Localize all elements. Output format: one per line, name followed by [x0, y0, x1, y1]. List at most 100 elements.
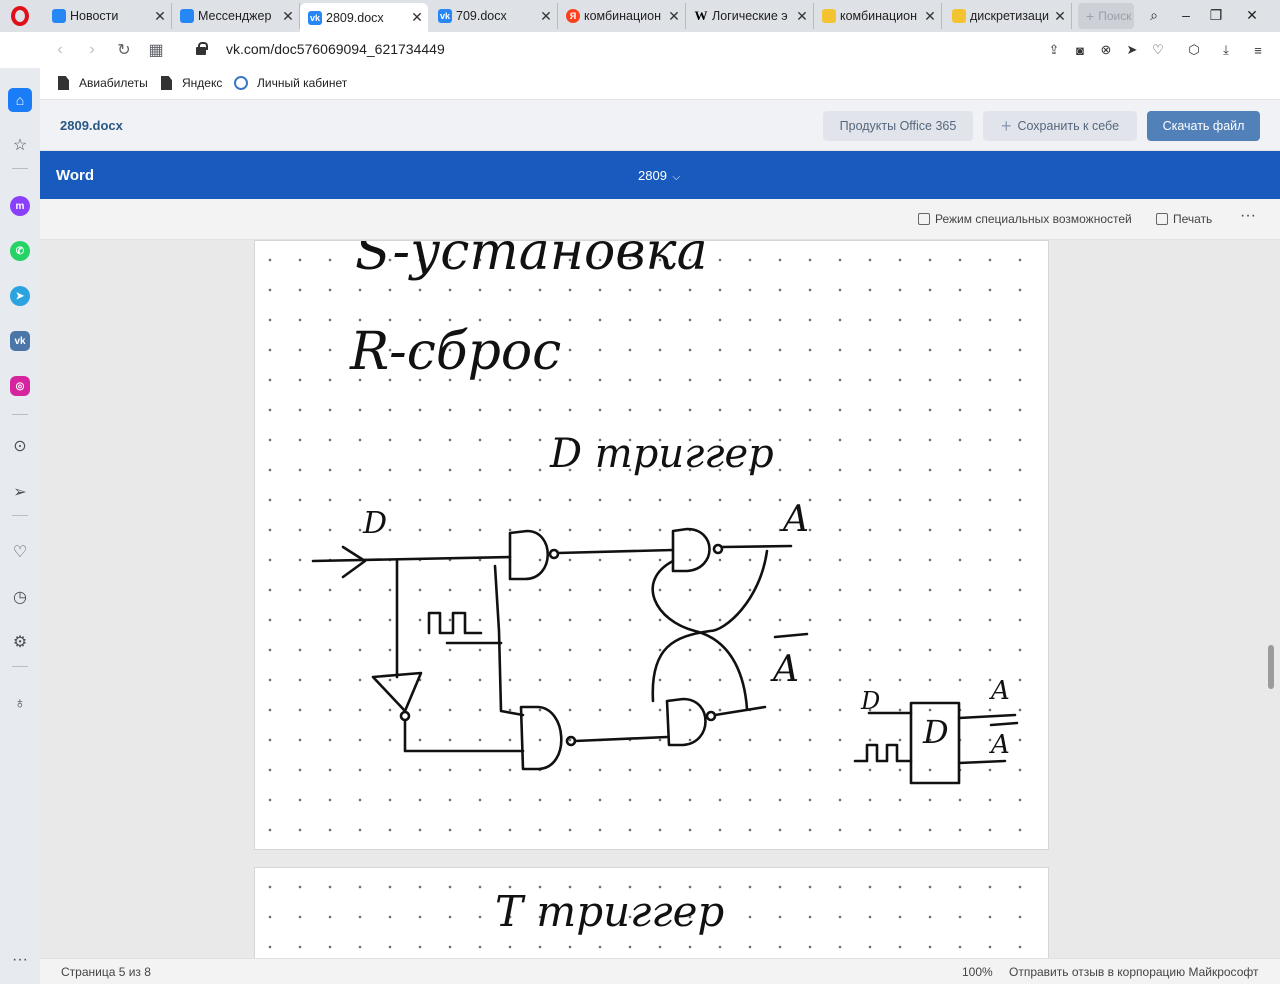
new-tab-button[interactable]: + Поиск: [1078, 3, 1134, 29]
scrollbar-thumb[interactable]: [1268, 645, 1274, 689]
share-button[interactable]: ⇪: [1044, 40, 1064, 60]
save-to-self-button[interactable]: + Сохранить к себе: [983, 111, 1137, 141]
share-icon: ⇪: [1048, 42, 1060, 57]
opera-sidebar: ⌂ ☆ m ✆ ➤ vk ◎ ⊙ ➢ ♡ ◷ ⚙ ♁ ···: [0, 68, 40, 984]
tab-strip: Новости ✕ Мессенджер ✕ vk 2809.docx ✕ vk…: [0, 0, 1280, 32]
tab-close-icon[interactable]: ✕: [411, 9, 423, 25]
downloads-button[interactable]: ⤓: [1216, 40, 1236, 60]
adblock-button[interactable]: ⊗: [1096, 40, 1116, 60]
snapshot-button[interactable]: ◙: [1070, 40, 1090, 60]
feedback-link[interactable]: Отправить отзыв в корпорацию Майкрософт: [1009, 965, 1259, 979]
extensions-button[interactable]: ⬡: [1184, 40, 1204, 60]
back-button[interactable]: ‹: [48, 38, 72, 62]
close-window-button[interactable]: ✕: [1236, 0, 1268, 30]
toolbar-label: Режим специальных возможностей: [935, 212, 1132, 226]
tab-image-search[interactable]: комбинацион ✕: [814, 3, 942, 29]
accessibility-mode-button[interactable]: Режим специальных возможностей: [918, 212, 1132, 226]
opera-logo-icon: [11, 6, 29, 26]
tab-close-icon[interactable]: ✕: [924, 7, 936, 24]
search-icon: ⌕: [1150, 6, 1158, 23]
tab-title: комбинацион: [840, 9, 918, 23]
tab-709-docx[interactable]: vk 709.docx ✕: [430, 3, 558, 29]
sidebar-whatsapp[interactable]: ✆: [8, 239, 32, 263]
zoom-level[interactable]: 100%: [962, 965, 993, 979]
easy-setup-button[interactable]: ≡: [1248, 40, 1268, 60]
page-icon: [161, 76, 172, 90]
bookmark-personal-account[interactable]: Личный кабинет: [234, 76, 347, 90]
block-icon: ⊗: [1100, 42, 1112, 57]
new-tab-label: Поиск: [1098, 9, 1132, 23]
sidebar-telegram[interactable]: ➤: [8, 284, 32, 308]
yandex-icon: Я: [566, 9, 580, 23]
sidebar-vk[interactable]: vk: [8, 329, 32, 353]
sidebar-settings[interactable]: ⚙: [8, 630, 32, 654]
sidebar-player[interactable]: ⊙: [8, 434, 32, 458]
toolbar-label: Печать: [1173, 212, 1213, 226]
office-products-button[interactable]: Продукты Office 365: [823, 111, 973, 141]
cube-icon: ⬡: [1188, 42, 1200, 57]
sidebar-home[interactable]: ⌂: [8, 88, 32, 112]
document-title-dropdown[interactable]: 2809 ⌵: [638, 168, 680, 183]
sidebar-messenger[interactable]: m: [8, 194, 32, 218]
sidebar-bookmarks[interactable]: ☆: [8, 133, 32, 157]
block-d-label: D: [922, 713, 949, 751]
tab-close-icon[interactable]: ✕: [796, 7, 808, 24]
label-a-bar-small: A: [989, 730, 1010, 760]
sidebar-history[interactable]: ◷: [8, 585, 32, 609]
tab-yandex-search[interactable]: Я комбинацион ✕: [558, 3, 686, 29]
restore-button[interactable]: ❐: [1200, 0, 1232, 30]
page-icon: [58, 76, 69, 90]
more-dots-icon: ···: [1240, 207, 1256, 224]
page-indicator: Страница 5 из 8: [61, 965, 151, 979]
star-icon: ☆: [12, 137, 28, 154]
word-header: Word 2809 ⌵: [40, 151, 1280, 199]
tab-image-search-2[interactable]: дискретизаци ✕: [944, 3, 1072, 29]
speed-dial-button[interactable]: ▦: [144, 38, 168, 62]
sidebar-divider: [12, 168, 28, 169]
document-canvas[interactable]: S-установка R-сброс D триггер D A A D A …: [40, 240, 1280, 958]
reload-button[interactable]: ↻: [112, 38, 136, 62]
tab-close-icon[interactable]: ✕: [154, 7, 166, 24]
tab-2809-docx[interactable]: vk 2809.docx ✕: [300, 3, 428, 32]
tab-close-icon[interactable]: ✕: [540, 7, 552, 24]
sidebar-tips[interactable]: ♁: [8, 692, 32, 716]
tab-title: Логические э: [712, 9, 788, 23]
sidebar-more[interactable]: ···: [8, 948, 32, 972]
settings-sliders-icon: ≡: [1254, 42, 1262, 58]
instagram-icon: ◎: [10, 376, 30, 396]
bookmark-yandex[interactable]: Яндекс: [161, 76, 222, 90]
bookmark-button[interactable]: ♡: [1148, 40, 1168, 60]
handwritten-r-line: R-сброс: [349, 322, 561, 382]
bookmark-aviabilety[interactable]: Авиабилеты: [58, 76, 148, 90]
print-button[interactable]: Печать: [1156, 212, 1212, 226]
tab-search-button[interactable]: ⌕: [1138, 0, 1170, 30]
forward-button[interactable]: ›: [80, 38, 104, 62]
url-field[interactable]: vk.com/doc576069094_621734449: [226, 41, 445, 57]
word-app-name[interactable]: Word: [56, 167, 95, 184]
lightbulb-icon: ♁: [14, 695, 26, 712]
sidebar-instagram[interactable]: ◎: [8, 374, 32, 398]
sidebar-flow[interactable]: ➢: [8, 480, 32, 504]
tab-title: дискретизаци: [970, 9, 1050, 23]
gear-icon: ⚙: [12, 634, 28, 651]
minimize-button[interactable]: –: [1170, 0, 1202, 30]
send-button[interactable]: ➤: [1122, 40, 1142, 60]
tab-title: Новости: [70, 9, 119, 23]
opera-menu-button[interactable]: [0, 0, 40, 32]
tab-wikipedia[interactable]: W Логические э ✕: [686, 3, 814, 29]
tab-messenger[interactable]: Мессенджер ✕: [172, 3, 300, 29]
sidebar-bookmarks-heart[interactable]: ♡: [8, 540, 32, 564]
plus-icon: +: [1000, 116, 1012, 136]
document-page: T триггер: [254, 867, 1049, 958]
word-toolbar: Режим специальных возможностей Печать ··…: [40, 199, 1280, 240]
tab-close-icon[interactable]: ✕: [282, 7, 294, 24]
tab-close-icon[interactable]: ✕: [1054, 7, 1066, 24]
tab-news[interactable]: Новости ✕: [44, 3, 172, 29]
label-a-bar-output: A: [770, 649, 799, 690]
more-options-button[interactable]: ···: [1240, 207, 1256, 225]
download-file-button[interactable]: Скачать файл: [1147, 111, 1260, 141]
tab-close-icon[interactable]: ✕: [668, 7, 680, 24]
sidebar-divider: [12, 414, 28, 415]
bookmarks-bar: Авиабилеты Яндекс Личный кабинет: [0, 68, 1280, 100]
handwritten-t-heading: T триггер: [495, 887, 724, 936]
